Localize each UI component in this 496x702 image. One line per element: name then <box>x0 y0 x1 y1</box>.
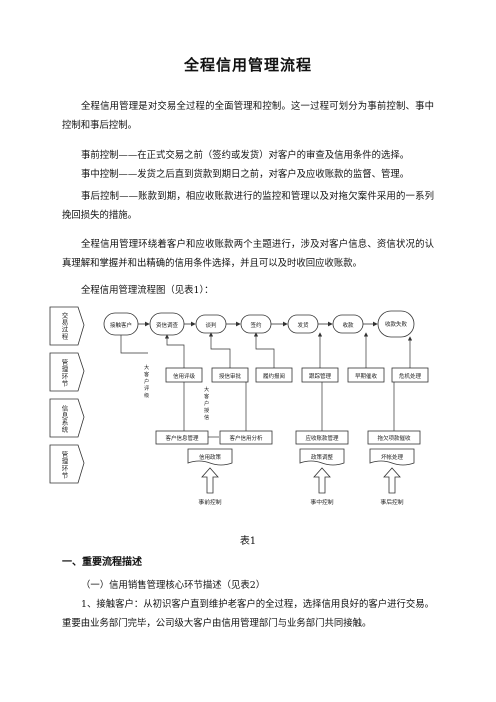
left-label-text: 管理环节 <box>62 358 69 388</box>
svg-text:收款失败: 收款失败 <box>385 320 408 328</box>
mgmt-early-collection: 早期催收 <box>347 367 385 383</box>
svg-text:接触客户: 接触客户 <box>110 321 132 329</box>
mid-control-label: 事中控制 <box>310 498 333 506</box>
svg-text:早期催收: 早期催收 <box>355 372 378 380</box>
svg-text:收款: 收款 <box>342 321 354 329</box>
flow-negotiation: 谈判 <box>195 314 227 334</box>
flow-contact-client: 接触客户 <box>103 312 139 336</box>
svg-text:跟踪管理: 跟踪管理 <box>309 372 332 380</box>
figure-caption: 表1 <box>239 536 257 547</box>
left-label-text: 管理环节 <box>62 450 69 480</box>
post-control-paragraph: 事后控制——账款到期，相应收账款进行的监控和管理以及对拖欠案件采用的一系列挽回损… <box>62 191 434 221</box>
svg-text:客户信息管理: 客户信息管理 <box>165 434 199 442</box>
info-credit-analysis: 客户信用分析 <box>219 430 273 445</box>
svg-text:签约: 签约 <box>250 321 262 329</box>
credit-management-flowchart: 交易过程 管理环节 信息系统 管理环节 接触客户 资信调查 谈判 <box>49 306 429 506</box>
left-label-2: 管理环节 <box>49 352 85 392</box>
mgmt-credit-approval: 授信审批 <box>211 367 249 383</box>
mgmt-performance-report: 履约报阅 <box>255 367 293 383</box>
svg-text:坏帐处理: 坏帐处理 <box>381 453 404 461</box>
left-label-text: 信息系统 <box>62 404 69 434</box>
info-overdue-collection: 拖欠项款催收 <box>367 430 421 445</box>
info-receivables-management: 应收账款管理 <box>295 430 349 445</box>
svg-text:危机处理: 危机处理 <box>399 372 422 380</box>
mgmt-credit-rating: 信用评级 <box>165 367 203 383</box>
svg-text:应收账款管理: 应收账款管理 <box>305 434 339 442</box>
svg-text:发货: 发货 <box>297 321 309 329</box>
flow-collection-failure: 收款失败 <box>377 310 415 338</box>
left-label-1: 交易过程 <box>49 306 85 346</box>
svg-text:拖欠项款催收: 拖欠项款催收 <box>377 434 411 442</box>
info-client-management: 客户信息管理 <box>155 430 209 445</box>
side-text-rating: 大客户评级 <box>144 363 149 399</box>
contact-client-paragraph: 1、接触客户：从初识客户直到维护老客户的全过程，选择信用良好的客户进行交易。重要… <box>62 599 434 629</box>
svg-text:授信审批: 授信审批 <box>219 372 242 380</box>
section-heading: 一、重要流程描述 <box>62 557 142 568</box>
flow-credit-investigation: 资信调查 <box>149 312 185 336</box>
svg-text:履约报阅: 履约报阅 <box>263 372 285 380</box>
doc-bad-debt: 坏帐处理 <box>369 448 415 466</box>
mid-control-paragraph: 事中控制——发货之后直到货款到期日之前，对客户及应收账款的监督、管理。 <box>81 169 410 180</box>
left-label-text: 交易过程 <box>62 311 69 341</box>
pre-control-label: 事前控制 <box>198 498 221 506</box>
flow-collection: 收款 <box>332 314 364 334</box>
svg-text:客户信用分析: 客户信用分析 <box>229 434 263 442</box>
left-label-4: 管理环节 <box>49 444 85 484</box>
post-control-arrow <box>383 467 401 494</box>
mid-control-arrow <box>313 467 331 494</box>
doc-credit-policy: 信用政策 <box>187 448 233 466</box>
left-label-3: 信息系统 <box>49 398 85 438</box>
pre-control-arrow <box>201 467 219 494</box>
subsection-heading: （一）信用销售管理核心环节描述（见表2） <box>81 580 266 591</box>
side-text-credit: 大客户授信 <box>204 385 209 421</box>
flow-shipment: 发货 <box>287 314 319 334</box>
mgmt-tracking: 跟踪管理 <box>301 367 339 383</box>
intro-paragraph: 全程信用管理是对交易全过程的全面管理和控制。这一过程可划分为事前控制、事中控制和… <box>62 101 434 131</box>
svg-text:资信调查: 资信调查 <box>156 321 179 329</box>
svg-text:谈判: 谈判 <box>205 321 216 329</box>
document-title: 全程信用管理流程 <box>183 56 312 74</box>
doc-policy-adjustment: 政策调整 <box>299 448 345 466</box>
overview-paragraph: 全程信用管理环绕着客户和应收账款两个主题进行，涉及对客户信息、资信状况的认真理解… <box>62 239 434 269</box>
post-control-label: 事后控制 <box>380 498 403 506</box>
pre-control-paragraph: 事前控制——在正式交易之前（签约或发货）对客户的审查及信用条件的选择。 <box>81 150 410 161</box>
flowchart-intro: 全程信用管理流程图（见表1）： <box>81 285 214 296</box>
mgmt-crisis-handling: 危机处理 <box>391 367 429 383</box>
svg-text:信用评级: 信用评级 <box>173 372 196 380</box>
svg-text:信用政策: 信用政策 <box>199 453 222 461</box>
flow-sign-contract: 签约 <box>240 314 272 334</box>
svg-text:政策调整: 政策调整 <box>311 453 334 461</box>
